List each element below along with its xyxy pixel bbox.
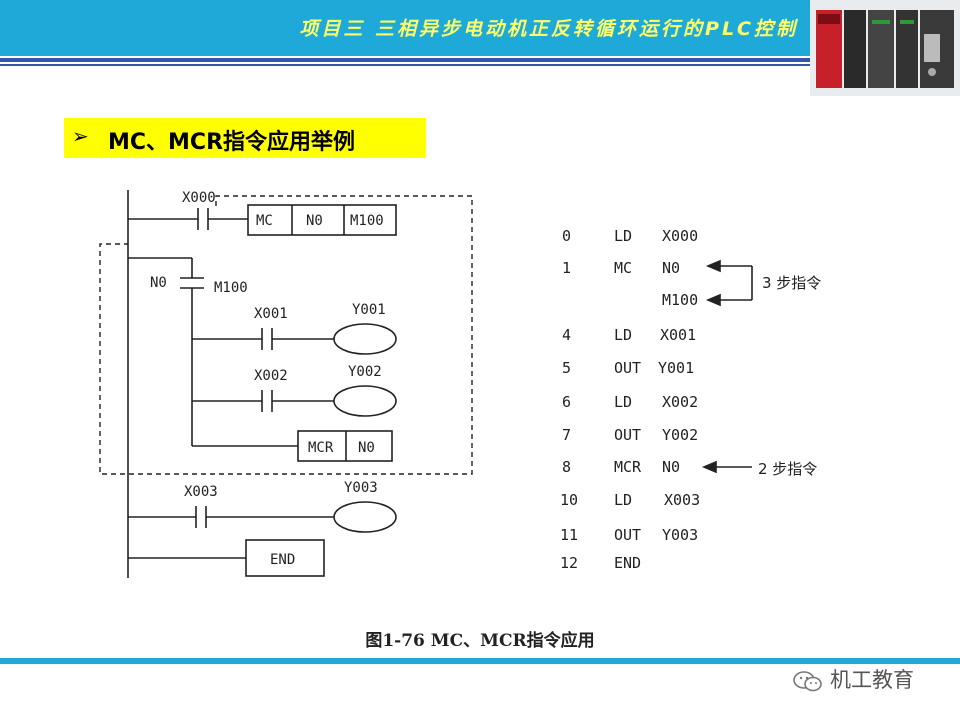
- label-x001: X001: [254, 306, 288, 322]
- step-7: 8: [562, 458, 571, 476]
- mcr-instruction-box: [297, 430, 393, 462]
- step-6: 7: [562, 426, 571, 444]
- step-8: 10: [560, 491, 578, 509]
- op-7: MCR: [614, 458, 642, 476]
- footer-brand: 机工教育: [830, 668, 914, 692]
- op-3: LD: [614, 326, 632, 344]
- label-x003: X003: [184, 484, 218, 500]
- label-y003: Y003: [344, 480, 378, 496]
- coil-y002: [333, 385, 397, 417]
- arrow-left-icon: [705, 259, 721, 273]
- step-1: 1: [562, 259, 571, 277]
- arg-5: X002: [662, 393, 698, 411]
- ladder-diagram: X000 MC N0 M100 N0 M100 X001 Y001 X002 Y…: [99, 190, 821, 578]
- label-x000: X000: [182, 190, 216, 206]
- label-y002: Y002: [348, 364, 382, 380]
- footer-divider: [0, 658, 960, 664]
- header-divider: [0, 58, 810, 62]
- plc-hardware-image: [810, 0, 960, 96]
- label-y001: Y001: [352, 302, 386, 318]
- op-0: LD: [614, 227, 632, 245]
- header-divider-thin: [0, 64, 810, 66]
- step-0: 0: [562, 227, 571, 245]
- step-4: 5: [562, 359, 571, 377]
- label-n0: N0: [150, 275, 167, 291]
- section-title: MC、MCR指令应用举例: [108, 130, 356, 155]
- end-instruction-box: [245, 539, 325, 577]
- mc-region-dashed-border: [99, 195, 473, 475]
- op-10: END: [614, 554, 641, 572]
- step-9: 11: [560, 526, 578, 544]
- mc-box-op: MC: [256, 213, 273, 229]
- arg-2: M100: [662, 291, 698, 309]
- end-box-label: END: [270, 552, 295, 568]
- mc-instruction-box: [247, 204, 397, 236]
- step-3: 4: [562, 326, 571, 344]
- step-10: 12: [560, 554, 578, 572]
- arg-0: X000: [662, 227, 698, 245]
- header-title: 项目三 三相异步电动机正反转循环运行的PLC控制: [299, 18, 798, 40]
- op-9: OUT: [614, 526, 641, 544]
- arrow-left-icon: [705, 293, 721, 307]
- figure-caption: 图1-76 MC、MCR指令应用: [365, 631, 595, 651]
- bullet-arrow-icon: ➢: [72, 124, 89, 148]
- arg-3: X001: [660, 326, 696, 344]
- mc-box-m: M100: [350, 213, 384, 229]
- op-1: MC: [614, 259, 632, 277]
- op-8: LD: [614, 491, 632, 509]
- mc-box-n: N0: [306, 213, 323, 229]
- arg-8: X003: [664, 491, 700, 509]
- label-x002: X002: [254, 368, 288, 384]
- op-4: OUT: [614, 359, 641, 377]
- wechat-icon: [793, 671, 822, 692]
- coil-y003: [333, 501, 397, 533]
- header-bar: [0, 0, 810, 56]
- coil-y001: [333, 323, 397, 355]
- step-5: 6: [562, 393, 571, 411]
- arg-6: Y002: [662, 426, 698, 444]
- arg-4: Y001: [658, 359, 694, 377]
- label-m100: M100: [214, 280, 248, 296]
- arg-9: Y003: [662, 526, 698, 544]
- op-5: LD: [614, 393, 632, 411]
- arg-1: N0: [662, 259, 680, 277]
- mcr-box-op: MCR: [308, 440, 334, 456]
- section-highlight: [64, 118, 426, 158]
- op-6: OUT: [614, 426, 641, 444]
- arg-7: N0: [662, 458, 680, 476]
- annotation-2-step: 2 步指令: [758, 460, 817, 478]
- arrow-left-icon: [701, 460, 717, 474]
- mcr-box-n: N0: [358, 440, 375, 456]
- annotation-3-step: 3 步指令: [762, 274, 821, 292]
